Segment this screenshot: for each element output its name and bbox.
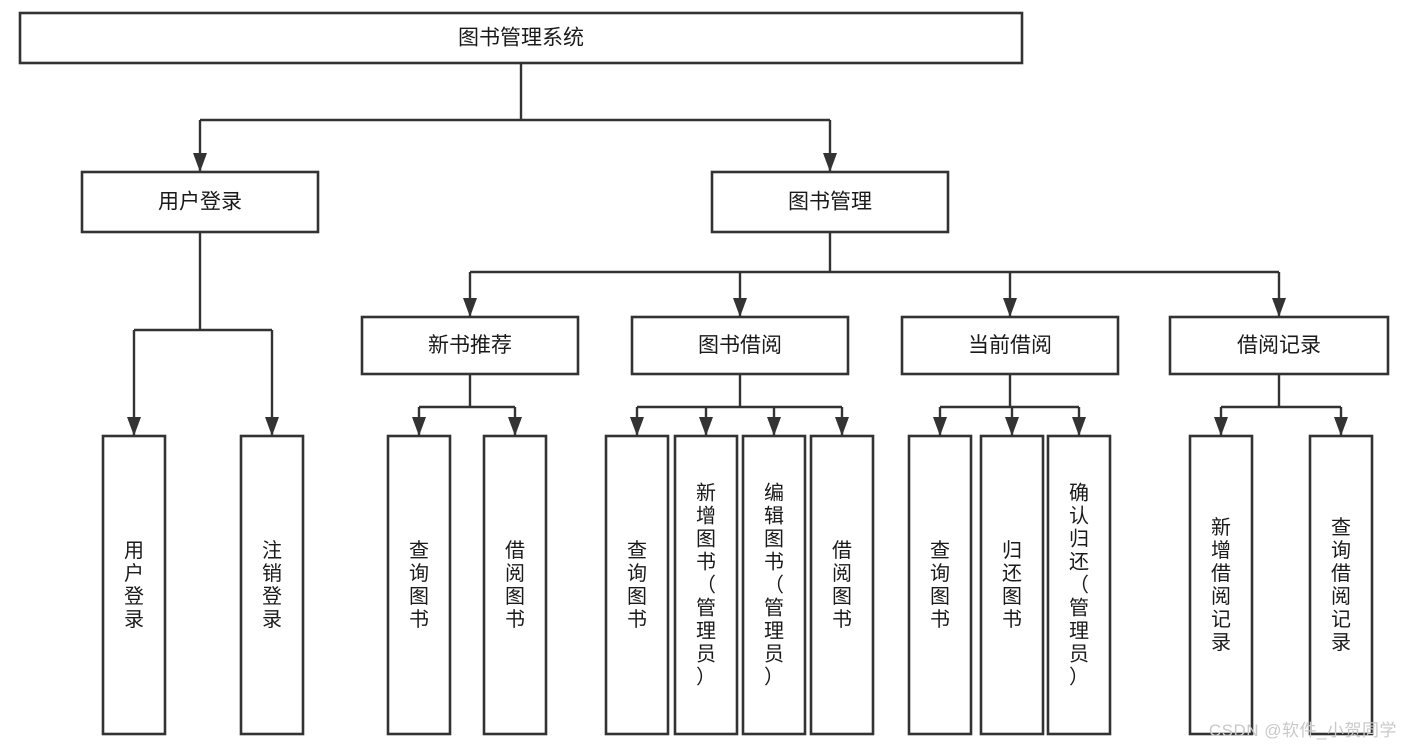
node-label-图书管理: 图书管理 — [788, 191, 872, 214]
node-leaf-1[interactable]: 注销登录 — [239, 434, 305, 736]
arrow-head-icon-bookmgmt-2 — [1003, 298, 1017, 317]
node-label-用户登录: 用户登录 — [124, 540, 144, 631]
arrow-head-icon-l3-2-1 — [1005, 417, 1019, 436]
node-box-编辑图书管理员[interactable] — [741, 434, 807, 736]
node-label-借阅图书: 借阅图书 — [832, 539, 852, 631]
arrow-head-icon-l3-0-1 — [508, 417, 522, 436]
arrow-head-icon-l3-3-0 — [1214, 417, 1228, 436]
node-box-确认归还管理员[interactable] — [1046, 434, 1112, 736]
arrow-head-icon-l3-0-0 — [412, 417, 426, 436]
node-label-图书借阅: 图书借阅 — [698, 334, 782, 357]
node-box-新增借阅记录[interactable] — [1188, 434, 1254, 736]
node-box-借阅图书[interactable] — [809, 434, 875, 736]
node-label-归还图书: 归还图书 — [1002, 539, 1022, 631]
node-leaf-2[interactable]: 查询图书 — [386, 434, 452, 736]
node-box-新书推荐[interactable] — [360, 315, 580, 376]
node-label-新书推荐: 新书推荐 — [428, 334, 512, 357]
node-box-借阅图书[interactable] — [482, 434, 548, 736]
node-leaf-0[interactable]: 用户登录 — [101, 434, 167, 736]
node-leaf-4[interactable]: 查询图书 — [604, 434, 670, 736]
node-box-新增图书管理员[interactable] — [673, 434, 739, 736]
node-box-查询图书[interactable] — [386, 434, 452, 736]
node-box-查询图书[interactable] — [604, 434, 670, 736]
node-leaf-8[interactable]: 查询图书 — [907, 434, 973, 736]
arrow-head-icon-l3-1-3 — [835, 417, 849, 436]
connectors-layer — [127, 63, 1348, 436]
node-box-当前借阅[interactable] — [900, 315, 1120, 376]
node-label-编辑图书管理员: 编辑图书（管理员） — [764, 482, 784, 689]
node-label-用户登录: 用户登录 — [158, 191, 242, 214]
node-leaf-6[interactable]: 编辑图书（管理员） — [741, 434, 807, 736]
arrow-head-icon-l3-2-0 — [933, 417, 947, 436]
node-level2-0[interactable]: 用户登录 — [80, 170, 320, 234]
node-label-注销登录: 注销登录 — [262, 539, 282, 631]
node-box-图书管理[interactable] — [710, 170, 950, 234]
node-leaf-10[interactable]: 确认归还（管理员） — [1046, 434, 1112, 736]
arrow-head-icon-l3-1-2 — [767, 417, 781, 436]
node-leaf-3[interactable]: 借阅图书 — [482, 434, 548, 736]
arrow-head-icon-l3-1-1 — [699, 417, 713, 436]
arrow-head-icon-bookmgmt-3 — [1272, 298, 1286, 317]
node-level3-3[interactable]: 借阅记录 — [1168, 315, 1390, 376]
node-level3-1[interactable]: 图书借阅 — [630, 315, 850, 376]
node-label-新增图书管理员: 新增图书（管理员） — [696, 482, 716, 689]
node-leaf-7[interactable]: 借阅图书 — [809, 434, 875, 736]
arrow-head-icon-bookmgmt-0 — [463, 298, 477, 317]
arrow-head-icon-userlogin-1 — [265, 417, 279, 436]
node-box-图书管理系统[interactable] — [18, 11, 1024, 65]
node-leaf-12[interactable]: 查询借阅记录 — [1308, 434, 1374, 736]
node-label-借阅记录: 借阅记录 — [1237, 334, 1321, 357]
node-level2-1[interactable]: 图书管理 — [710, 170, 950, 234]
arrow-head-icon-bookmgmt-1 — [733, 298, 747, 317]
node-label-当前借阅: 当前借阅 — [968, 334, 1052, 357]
arrow-head-icon-root-1 — [823, 153, 837, 172]
node-box-查询图书[interactable] — [907, 434, 973, 736]
node-root-0[interactable]: 图书管理系统 — [18, 11, 1024, 65]
node-label-新增借阅记录: 新增借阅记录 — [1211, 516, 1231, 654]
arrow-head-icon-l3-3-1 — [1334, 417, 1348, 436]
node-box-图书借阅[interactable] — [630, 315, 850, 376]
node-label-借阅图书: 借阅图书 — [505, 539, 525, 631]
node-box-用户登录[interactable] — [101, 434, 167, 736]
node-label-图书管理系统: 图书管理系统 — [458, 27, 584, 50]
node-box-用户登录[interactable] — [80, 170, 320, 234]
arrow-head-icon-l3-1-0 — [630, 417, 644, 436]
node-leaf-5[interactable]: 新增图书（管理员） — [673, 434, 739, 736]
node-label-查询借阅记录: 查询借阅记录 — [1331, 516, 1351, 654]
node-level3-2[interactable]: 当前借阅 — [900, 315, 1120, 376]
watermark-label: CSDN @软件_小贺同学 — [1208, 721, 1397, 740]
node-box-查询借阅记录[interactable] — [1308, 434, 1374, 736]
node-box-归还图书[interactable] — [979, 434, 1045, 736]
node-label-查询图书: 查询图书 — [409, 539, 429, 631]
arrow-head-icon-l3-2-2 — [1072, 417, 1086, 436]
node-level3-0[interactable]: 新书推荐 — [360, 315, 580, 376]
nodes-layer: 图书管理系统用户登录图书管理新书推荐图书借阅当前借阅借阅记录用户登录注销登录查询… — [18, 11, 1390, 736]
node-label-查询图书: 查询图书 — [930, 539, 950, 631]
node-box-注销登录[interactable] — [239, 434, 305, 736]
arrow-head-icon-userlogin-0 — [127, 417, 141, 436]
node-label-确认归还管理员: 确认归还（管理员） — [1069, 482, 1089, 689]
node-leaf-9[interactable]: 归还图书 — [979, 434, 1045, 736]
node-label-查询图书: 查询图书 — [627, 539, 647, 631]
node-box-借阅记录[interactable] — [1168, 315, 1390, 376]
node-leaf-11[interactable]: 新增借阅记录 — [1188, 434, 1254, 736]
arrow-head-icon-root-0 — [193, 153, 207, 172]
